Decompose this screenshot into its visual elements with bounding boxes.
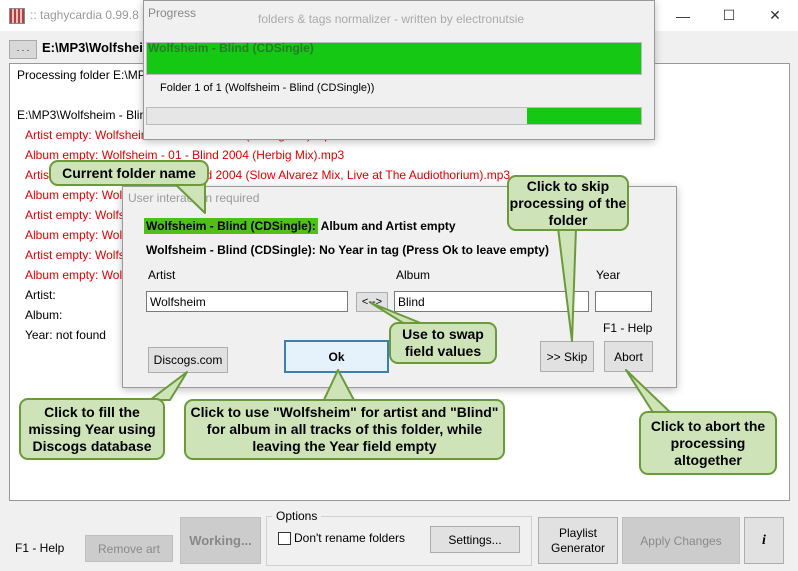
options-group <box>266 516 532 566</box>
callout-swap: Use to swap field values <box>389 322 497 364</box>
abort-button[interactable]: Abort <box>604 341 653 372</box>
log-artist-line: Artist: <box>25 288 56 302</box>
progress-bar-fill <box>147 43 641 74</box>
f1-help-label: F1 - Help <box>15 541 65 555</box>
progress-bar-folders <box>146 42 642 75</box>
log-line: Album empty: Wolfsheim - 01 - Blind 2004… <box>25 148 345 162</box>
year-label: Year <box>596 268 621 282</box>
dialog-message-1-text: Album and Artist empty <box>317 219 456 233</box>
dialog-title: User interaction required <box>128 191 260 205</box>
discogs-button[interactable]: Discogs.com <box>148 347 228 373</box>
callout-abort: Click to abort the processing altogether <box>639 411 777 475</box>
log-album-line: Album: <box>25 308 63 322</box>
dialog-message-2: Wolfsheim - Blind (CDSingle): No Year in… <box>146 243 549 257</box>
progress-bar-tracks <box>146 107 642 125</box>
progress-title: Progress <box>148 6 197 20</box>
log-year-line: Year: not found <box>25 328 106 342</box>
app-icon <box>9 8 25 24</box>
apply-changes-button[interactable]: Apply Changes <box>622 517 740 564</box>
progress-bar-label: Wolfsheim - Blind (CDSingle) <box>148 41 314 55</box>
artist-input[interactable] <box>146 291 348 312</box>
options-label: Options <box>272 509 322 523</box>
dialog-f1-help: F1 - Help <box>603 321 653 335</box>
ok-button[interactable]: Ok <box>284 340 389 373</box>
folder-name-highlight: Wolfsheim - Blind (CDSingle): <box>144 218 318 234</box>
year-input[interactable] <box>595 291 652 312</box>
dialog-message-1: Wolfsheim - Blind (CDSingle): Album and … <box>144 218 456 234</box>
progress-bar-fill <box>527 108 641 124</box>
swap-button[interactable]: <--> <box>356 292 388 312</box>
callout-discogs: Click to fill the missing Year using Dis… <box>19 398 165 460</box>
progress-folder-text: Folder 1 of 1 (Wolfsheim - Blind (CDSing… <box>160 82 375 94</box>
settings-button[interactable]: Settings... <box>430 526 520 553</box>
minimize-button[interactable]: — <box>676 7 690 24</box>
callout-ok: Click to use "Wolfsheim" for artist and … <box>184 399 505 460</box>
callout-current-folder: Current folder name <box>49 160 209 186</box>
working-button[interactable]: Working... <box>180 517 261 564</box>
playlist-generator-button[interactable]: Playlist Generator <box>538 517 618 564</box>
close-button[interactable]: ✕ <box>769 7 781 23</box>
album-input[interactable] <box>394 291 589 312</box>
maximize-button[interactable]: ☐ <box>722 7 736 23</box>
dont-rename-label: Don't rename folders <box>294 531 406 545</box>
remove-art-button[interactable]: Remove art <box>85 535 173 562</box>
window-title: :: taghycardia 0.99.8 p <box>30 8 149 22</box>
skip-button[interactable]: >> Skip <box>540 341 594 372</box>
browse-folder-button[interactable]: . . . <box>9 40 37 59</box>
artist-label: Artist <box>148 268 176 282</box>
album-label: Album <box>396 268 431 282</box>
progress-title-tail: folders & tags normalizer - written by e… <box>258 12 525 26</box>
dont-rename-checkbox[interactable] <box>278 532 291 545</box>
callout-skip: Click to skip processing of the folder <box>507 175 629 231</box>
info-button[interactable]: i <box>744 517 784 564</box>
